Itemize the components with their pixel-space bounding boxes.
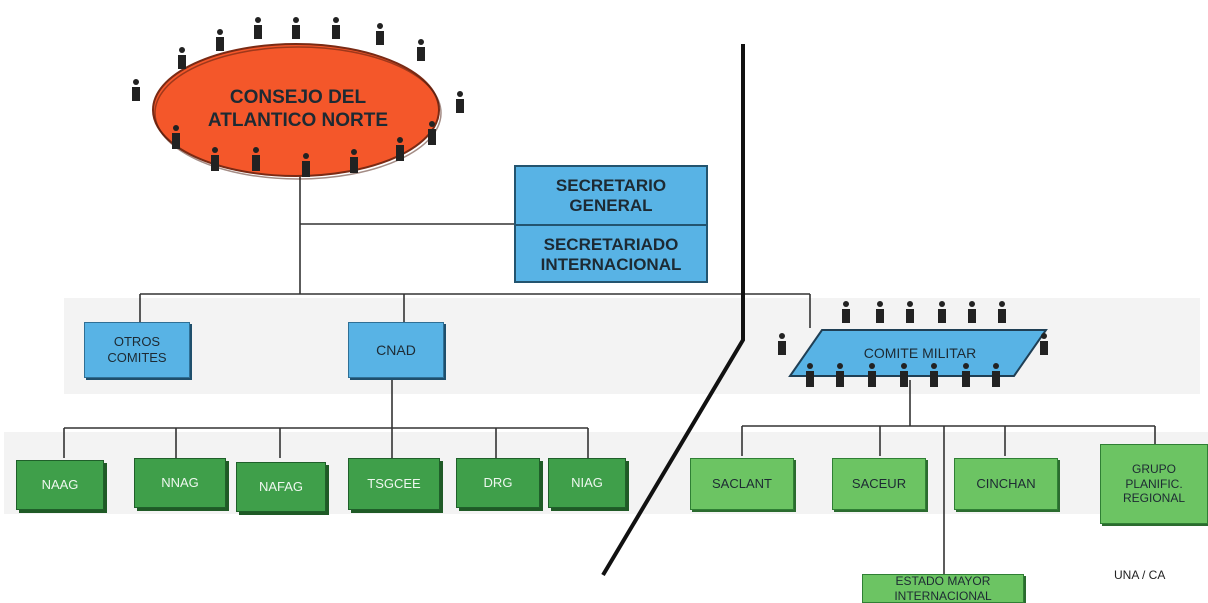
cnad-box: CNAD (348, 322, 444, 378)
secretary-general-label: SECRETARIO GENERAL (555, 175, 667, 215)
civil-military-divider (601, 44, 745, 577)
group-tsgcee: TSGCEE (348, 458, 440, 510)
group-nafag: NAFAG (236, 462, 326, 512)
international-secretariat-label: SECRETARIADO INTERNACIONAL (516, 224, 706, 283)
command-cinchan: CINCHAN (954, 458, 1058, 510)
military-committee-members (778, 301, 1048, 387)
group-naag: NAAG (16, 460, 104, 510)
group-niag: NIAG (548, 458, 626, 508)
command-regional-planning-group: GRUPO PLANIFIC. REGIONAL (1100, 444, 1208, 524)
source-credit: UNA / CA (1114, 568, 1166, 582)
group-nnag: NNAG (134, 458, 226, 508)
international-military-staff-box: ESTADO MAYOR INTERNACIONAL (862, 574, 1024, 603)
council-members (132, 17, 464, 177)
command-saceur: SACEUR (832, 458, 926, 510)
council-ellipse (152, 43, 440, 177)
command-saclant: SACLANT (690, 458, 794, 510)
other-committees-box: OTROS COMITES (84, 322, 190, 378)
secretariat-box: SECRETARIO GENERAL SECRETARIADO INTERNAC… (514, 165, 708, 283)
council-label: CONSEJO DEL ATLANTICO NORTE (207, 87, 389, 131)
military-committee-shape (788, 329, 1048, 377)
group-drg: DRG (456, 458, 540, 508)
military-committee-label: COMITE MILITAR (863, 344, 977, 361)
